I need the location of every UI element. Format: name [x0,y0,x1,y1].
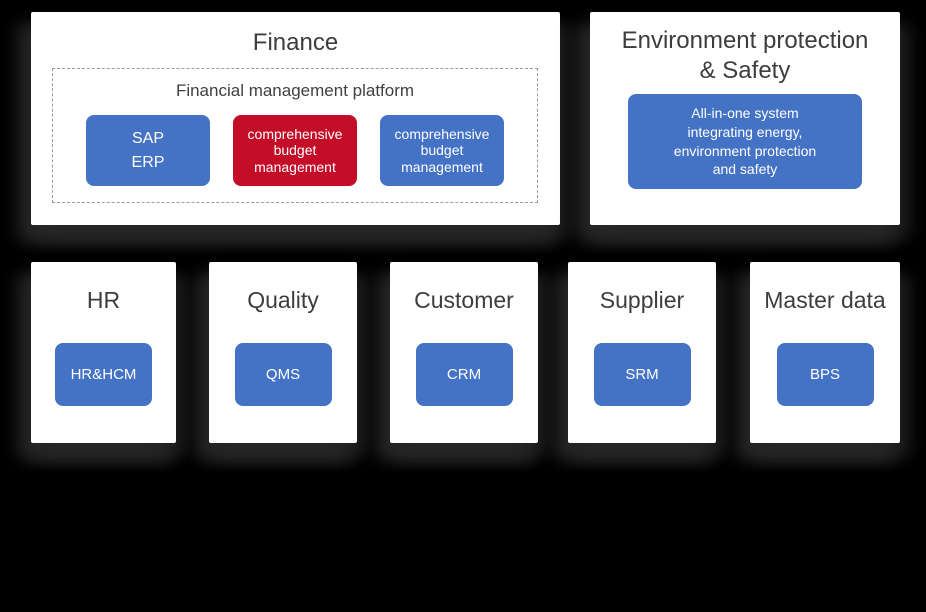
supplier-card: Supplier SRM [568,262,716,443]
finance-card-title: Finance [252,29,339,56]
sap-erp-box: SAP ERP [86,115,210,186]
qms-box: QMS [234,343,332,406]
environment-safety-card-title: Environment protection & Safety [621,27,869,84]
crm-box: CRM [415,343,513,406]
platform-button-row: SAP ERP comprehensive budget management … [86,115,504,186]
customer-card-title: Customer [414,287,514,313]
master-data-card: Master data BPS [750,262,900,443]
comprehensive-budget-management-box-blue: comprehensive budget management [380,115,504,186]
all-in-one-system-box: All-in-one system integrating energy, en… [628,94,862,189]
hr-card-title: HR [86,287,121,313]
supplier-card-title: Supplier [599,287,685,313]
hr-card: HR HR&HCM [31,262,176,443]
hr-hcm-box: HR&HCM [55,343,152,406]
comprehensive-budget-management-box-red: comprehensive budget management [233,115,357,186]
customer-card: Customer CRM [390,262,538,443]
bps-box: BPS [776,343,874,406]
srm-box: SRM [593,343,691,406]
environment-safety-card: Environment protection & Safety All-in-o… [590,12,900,225]
quality-card: Quality QMS [209,262,357,443]
master-data-card-title: Master data [764,287,886,313]
financial-management-platform-group: Financial management platform SAP ERP co… [52,68,538,203]
quality-card-title: Quality [247,287,319,313]
finance-card: Finance Financial management platform SA… [31,12,560,225]
platform-group-label: Financial management platform [175,81,415,100]
